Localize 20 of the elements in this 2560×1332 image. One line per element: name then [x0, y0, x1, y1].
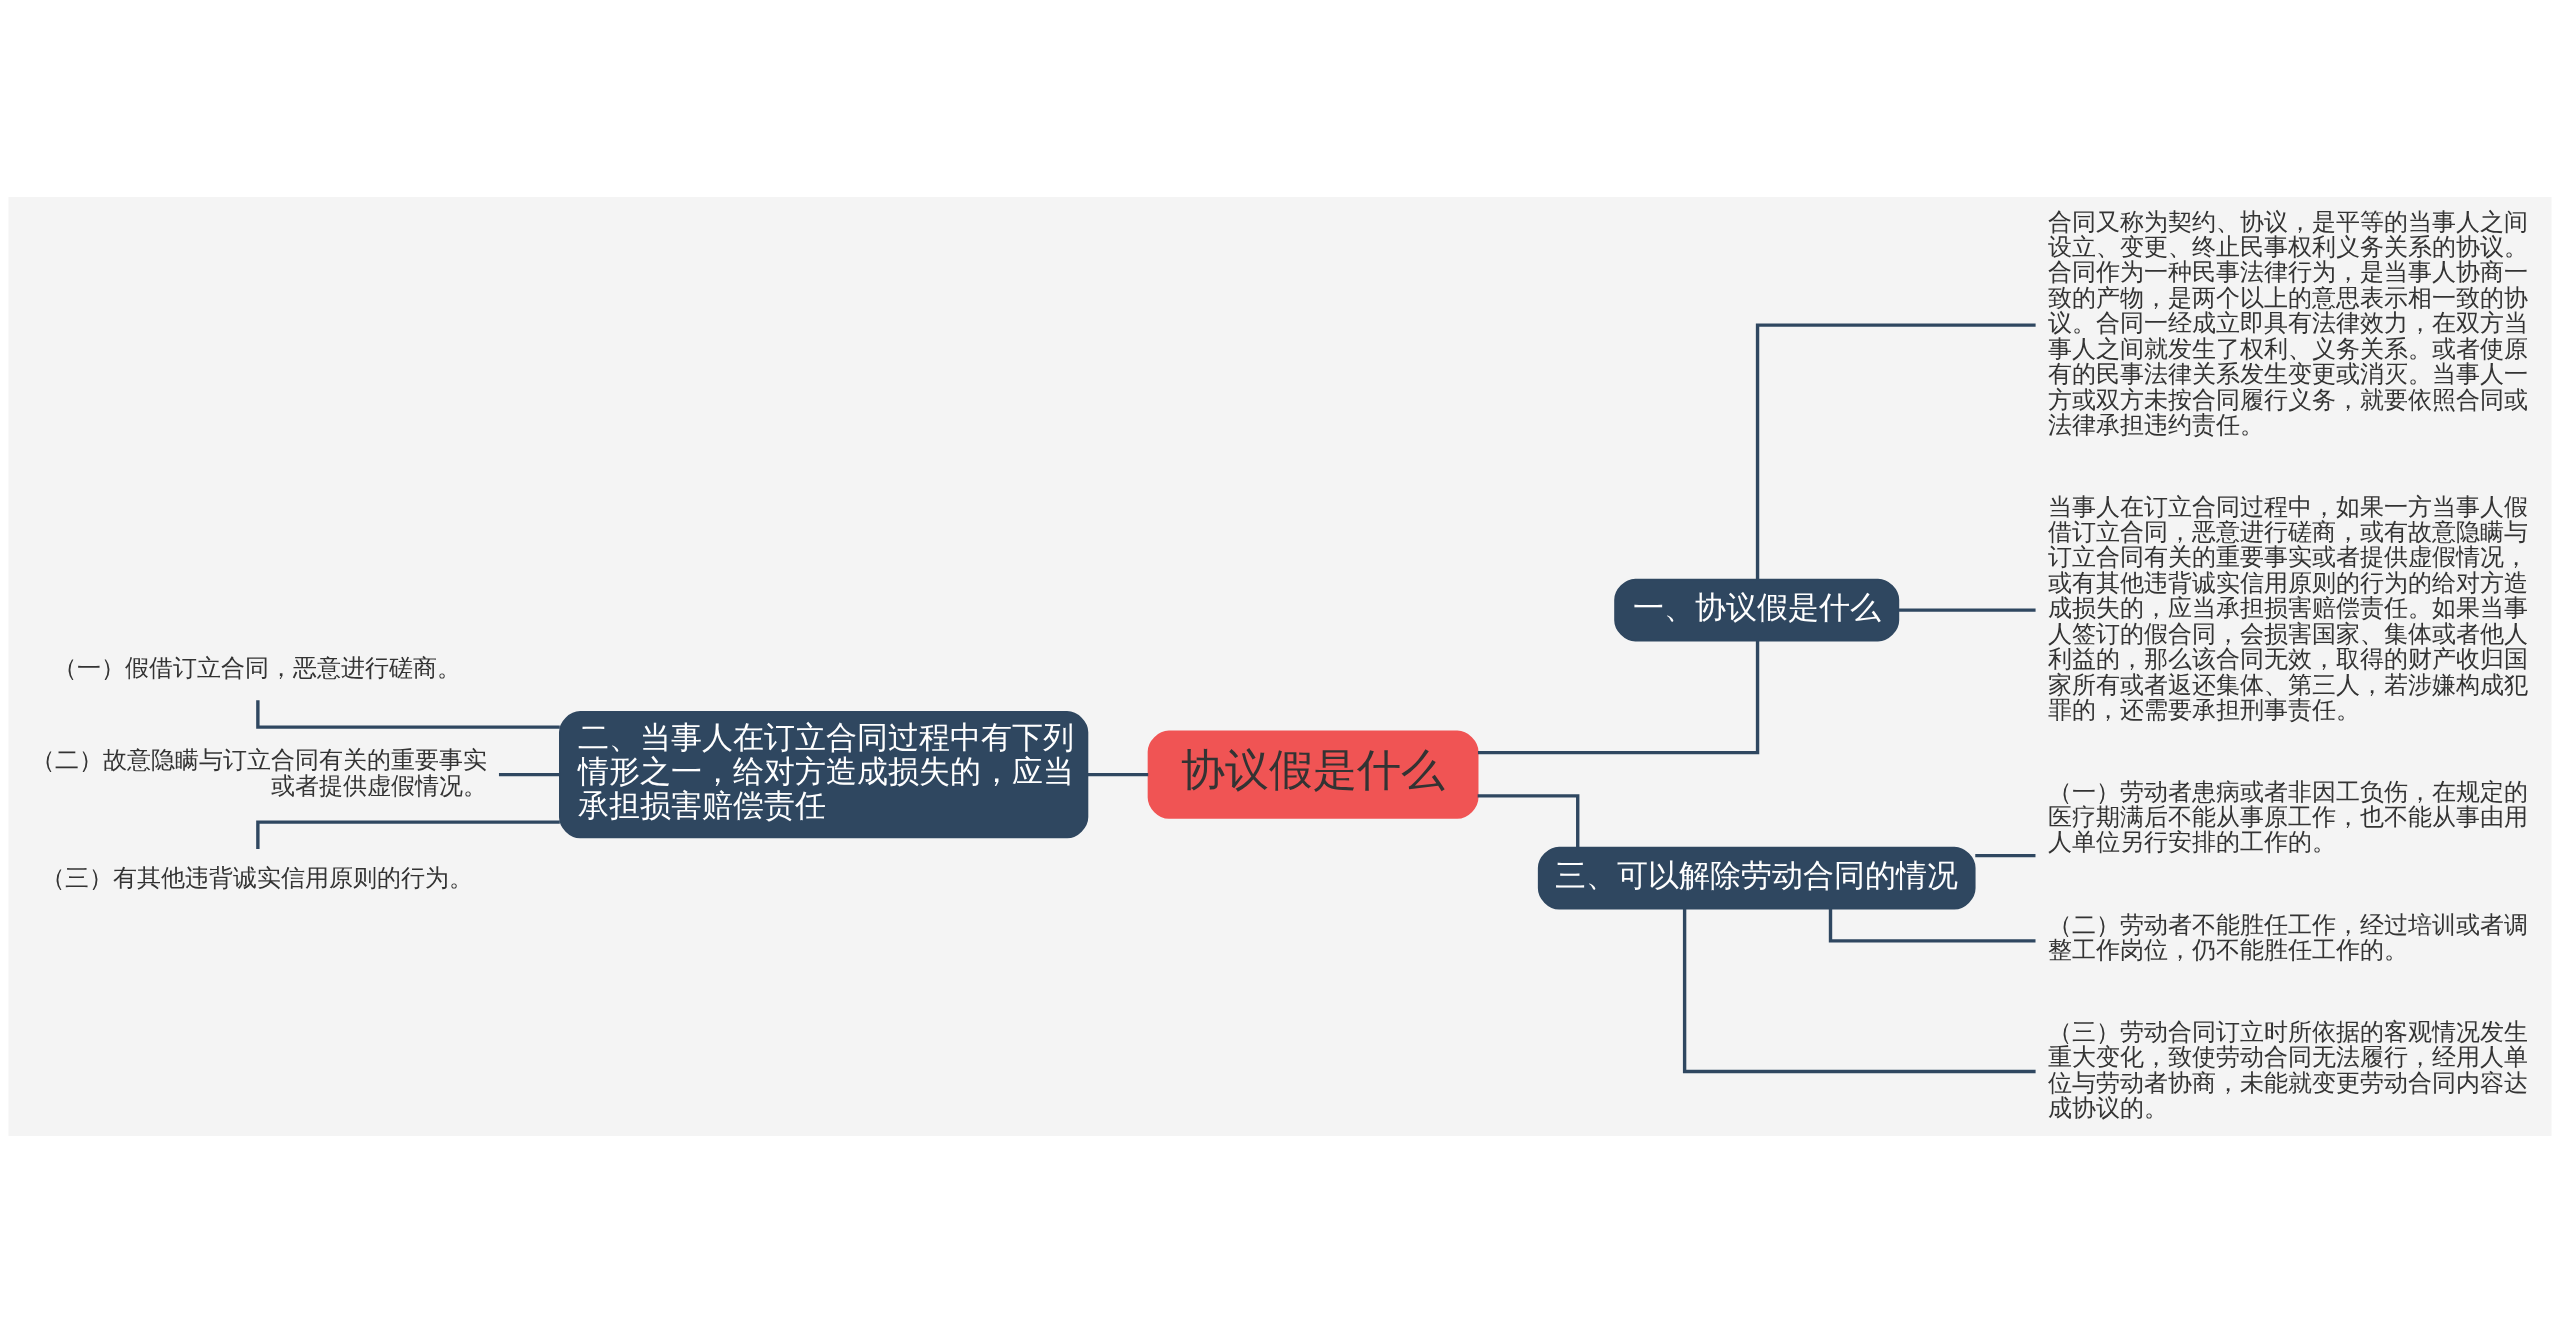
connector	[1087, 772, 1149, 776]
node-text: （一）劳动者患病或者非因工负伤，在规定的医疗期满后不能从事原工作，也不能从事由用人单位另行安排的工作的。	[2047, 777, 2528, 856]
node-text: （三）有其他违背诚实信用原则的行为。	[41, 863, 474, 892]
connector	[1477, 793, 1580, 847]
node-box: 三、可以解除劳动合同的情况	[1537, 846, 1976, 909]
connector	[1899, 607, 2036, 612]
node-text: （一）假借订立合同，恶意进行磋商。	[53, 653, 462, 682]
connector	[498, 772, 560, 776]
node-text: （三）劳动合同订立时所依据的客观情况发生重大变化，致使劳动合同无法履行，经用人单位与劳动者协商，未能就变更劳动合同内容达成协议的。	[2047, 1017, 2528, 1122]
node-text: （二）劳动者不能胜任工作，经过培训或者调整工作岗位，仍不能胜任工作的。	[2047, 910, 2528, 964]
node-box: 二、当事人在订立合同过程中有下列情形之一，给对方造成损失的，应当承担损害赔偿责任	[559, 710, 1089, 838]
node-text: 当事人在订立合同过程中，如果一方当事人假借订立合同，恶意进行磋商，或有故意隐瞒与订立合同有关的重要事实或者提供虚假情况，或有其他违背诚实信用原则的行为的给对方造成损失的，应当承担损害赔偿责任。如果当事人签订的假合同，会损害国家、集体或者他人利益的，那么该合同无效，取得的财产收归国家所有或者返还集体、第三人，若涉嫌构成犯罪的，还需要承担刑事责任。	[2047, 492, 2528, 724]
connector	[1682, 908, 2036, 1073]
node-text: （二）故意隐瞒与订立合同有关的重要事实或者提供虚假情况。	[30, 745, 487, 800]
node-text: 合同又称为契约、协议，是平等的当事人之间设立、变更、终止民事权利义务关系的协议。合同作为一种民事法律行为，是当事人协商一致的产物，是两个以上的意思表示相一致的协议。合同一经成立即具有法律效力，在双方当事人之间就发生了权利、义务关系。或者使原有的民事法律关系发生变更或消灭。当事人一方或双方未按合同履行义务，就要依照合同或法律承担违约责任。	[2047, 207, 2528, 439]
connector	[1755, 322, 2036, 579]
connector	[1477, 640, 1760, 754]
connector	[1975, 853, 2036, 857]
node-box: 一、协议假是什么	[1614, 578, 1900, 641]
node-box: 协议假是什么	[1147, 730, 1479, 819]
